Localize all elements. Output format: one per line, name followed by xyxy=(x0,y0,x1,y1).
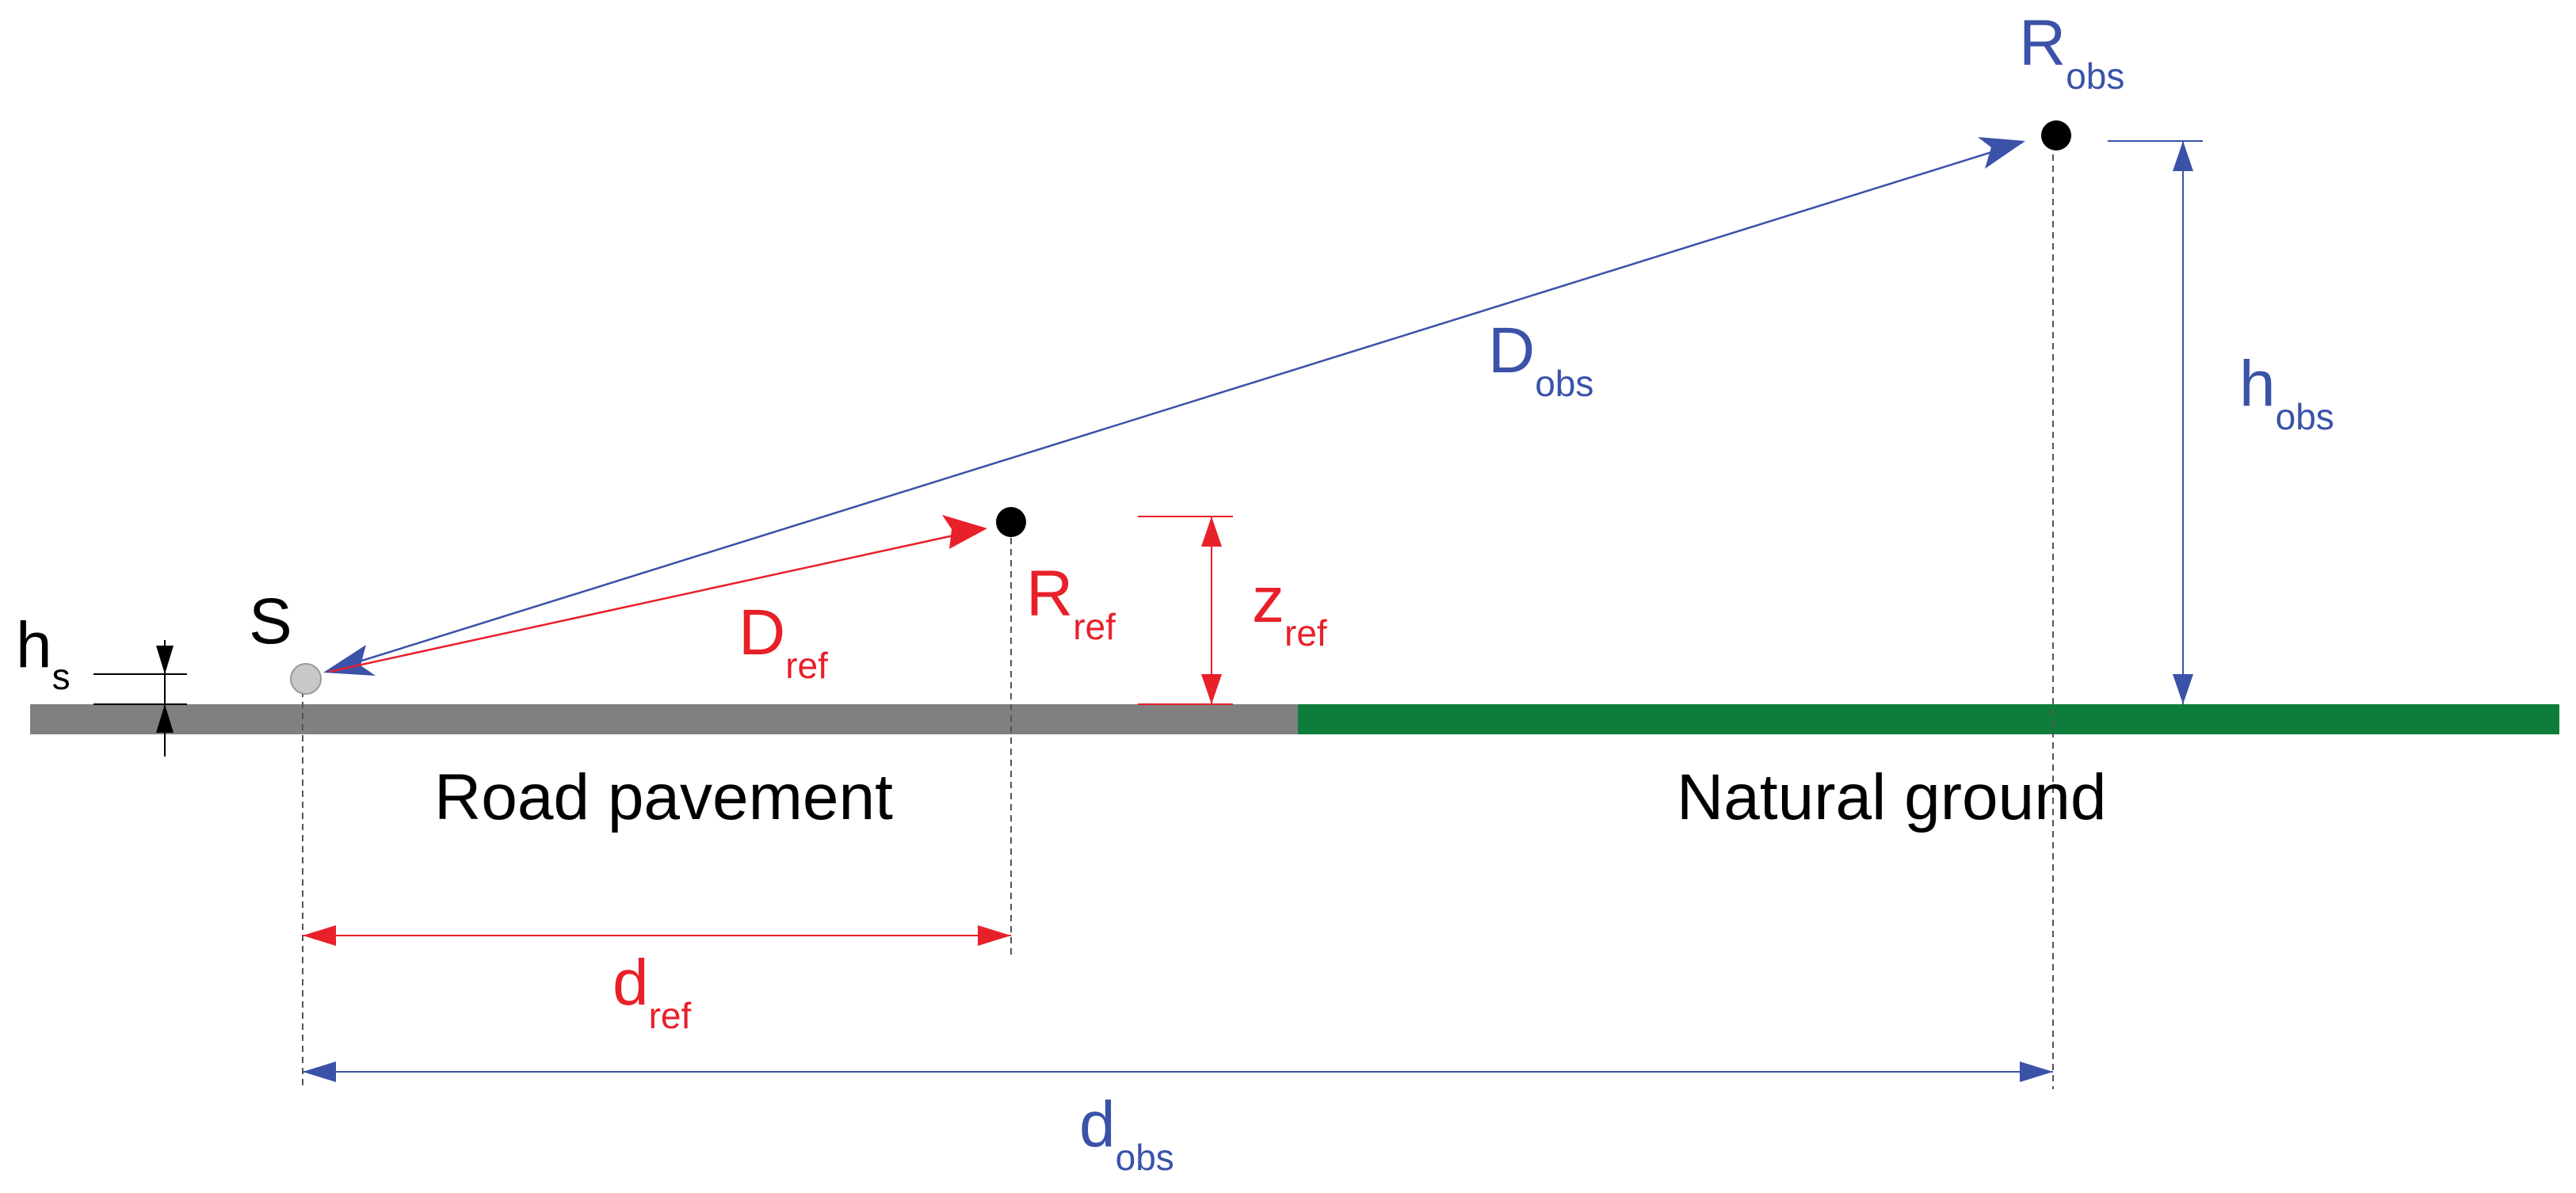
d-obs-path-label: Dobs xyxy=(1488,314,1593,404)
d-ref-path-line xyxy=(328,528,983,673)
hobs-arrow-down xyxy=(2173,674,2193,704)
r-ref-label: Rref xyxy=(1026,558,1116,647)
road-pavement-label: Road pavement xyxy=(434,761,893,833)
dref-arrow-right xyxy=(978,925,1011,946)
natural-ground-label: Natural ground xyxy=(1677,761,2106,833)
dref-arrow-left xyxy=(303,925,336,946)
zref-arrow-up xyxy=(1201,516,1222,547)
r-obs-label: Robs xyxy=(2019,7,2124,97)
natural-ground-strip xyxy=(1298,704,2559,734)
d-obs-arrowhead-source xyxy=(323,645,376,676)
dobs-arrow-right xyxy=(2020,1062,2053,1082)
source-label: S xyxy=(249,585,292,657)
receiver-ref-point-icon xyxy=(996,507,1026,537)
d-obs-path-line xyxy=(328,141,2023,673)
source-point-icon xyxy=(290,663,322,695)
hs-arrow-up xyxy=(156,704,174,733)
d-obs-distance-label: dobs xyxy=(1079,1088,1174,1178)
d-obs-arrowhead-receiver xyxy=(1978,137,2025,169)
z-ref-label: zref xyxy=(1252,564,1327,654)
d-ref-arrowhead xyxy=(942,515,987,549)
hobs-arrow-up xyxy=(2173,141,2193,171)
d-ref-path-label: Dref xyxy=(738,596,828,686)
dobs-arrow-left xyxy=(303,1062,336,1082)
zref-arrow-down xyxy=(1201,674,1222,704)
receiver-obs-point-icon xyxy=(2041,120,2071,151)
d-ref-distance-label: dref xyxy=(613,947,692,1036)
hs-arrow-down xyxy=(156,646,174,674)
hs-label: hs xyxy=(16,609,71,697)
road-pavement-strip xyxy=(30,704,1298,734)
h-obs-label: hobs xyxy=(2239,348,2334,437)
